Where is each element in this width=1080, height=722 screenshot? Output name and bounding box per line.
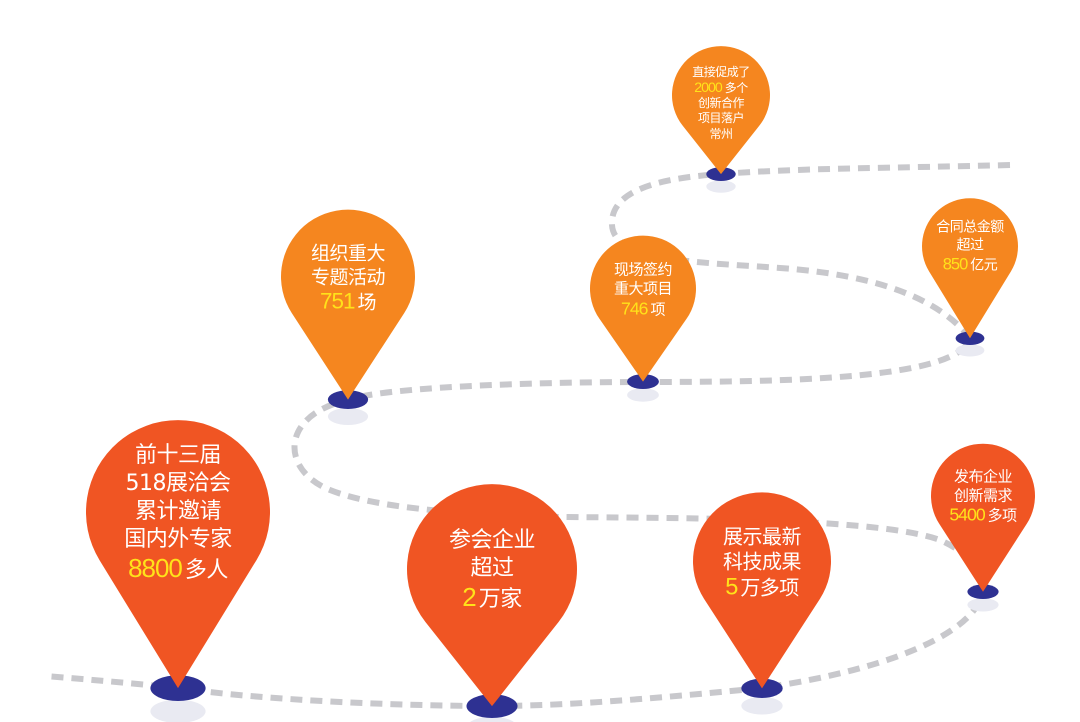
map-pin-icon xyxy=(590,236,696,403)
pin-text-line: 组织重大 xyxy=(310,242,386,265)
pin-text-line: 展示最新 xyxy=(723,523,802,548)
stat-unit: 多项 xyxy=(987,507,1018,526)
stat-unit: 多人 xyxy=(184,558,229,584)
stat-number: 751 xyxy=(320,288,355,314)
pin-text-line: 参会企业 xyxy=(448,527,536,553)
stat-unit: 亿元 xyxy=(970,256,998,273)
pin-text-line: 直接促成了 xyxy=(692,65,750,80)
stat-unit: 场 xyxy=(357,291,376,314)
stat-unit: 万多项 xyxy=(740,575,799,600)
pin-text-line: 科技成果 xyxy=(723,549,802,574)
map-pin-icon xyxy=(407,484,577,722)
map-pin-icon xyxy=(672,45,770,193)
stat-number: 5 xyxy=(725,574,738,601)
pin-text-line: 现场签约 xyxy=(613,260,673,279)
stat-number: 5400 xyxy=(949,505,985,526)
pin-text-line: 国内外专家 xyxy=(124,527,232,553)
pin-text-line: 创新合作 xyxy=(697,96,745,111)
stat-number: 746 xyxy=(620,298,648,319)
map-pin-icon xyxy=(281,210,415,426)
pin-text-line: 发布企业 xyxy=(953,467,1013,486)
stat-number: 2000 xyxy=(694,79,722,96)
map-pin-icon xyxy=(86,420,270,722)
pin-text-line: 项目落户 xyxy=(697,111,745,126)
pin-text-line: 常州 xyxy=(709,126,733,141)
pin-text-line: 累计邀请 xyxy=(134,499,222,525)
map-pin-icon xyxy=(931,444,1035,612)
pin-text-line: 超过 xyxy=(956,236,985,253)
stat-number: 850 xyxy=(942,253,969,273)
pin-text-line: 专题活动 xyxy=(310,266,386,289)
map-pin-icon xyxy=(922,198,1018,357)
pin-text-line: 超过 xyxy=(470,556,514,582)
pin-text-line: 518展洽会 xyxy=(125,471,232,497)
pin-text-line: 创新需求 xyxy=(953,486,1013,505)
pin-text-line: 合同总金额 xyxy=(936,219,1004,236)
stat-unit: 项 xyxy=(650,300,666,319)
map-pin-icon xyxy=(693,492,831,715)
stat-unit: 万家 xyxy=(478,587,523,613)
pin-text-line: 前十三届 xyxy=(134,442,222,468)
stat-unit: 多个 xyxy=(724,80,749,95)
stat-number: 8800 xyxy=(128,553,183,584)
pin-text-line: 重大项目 xyxy=(613,279,673,298)
stat-number: 2 xyxy=(462,582,476,613)
